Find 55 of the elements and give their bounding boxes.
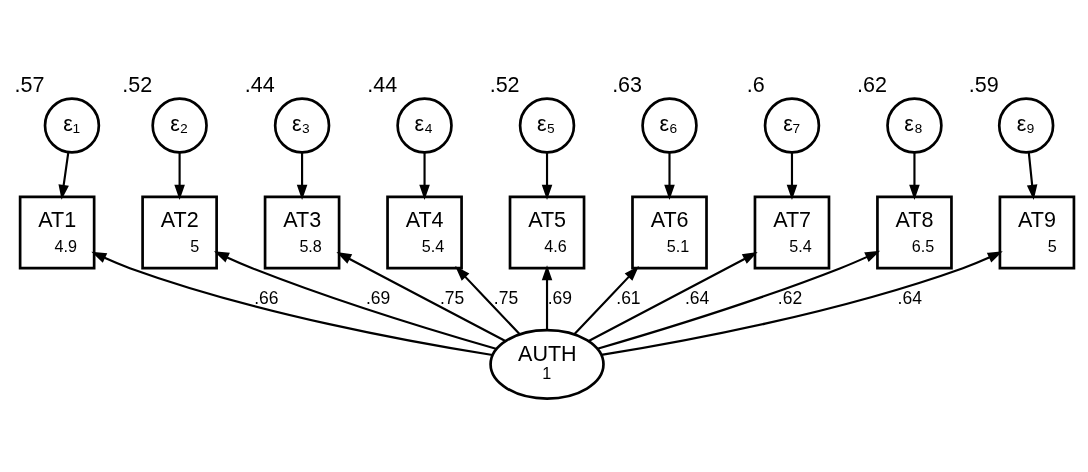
node-label: .59	[968, 72, 999, 97]
node-box: AT3 5.8	[263, 195, 341, 270]
node-label: .57	[14, 72, 45, 97]
node-box: AT5 4.6	[508, 195, 586, 270]
edge-label: .66	[254, 287, 279, 308]
edge-label: .64	[684, 287, 710, 308]
arrow	[174, 152, 185, 200]
arrow	[91, 251, 493, 356]
edge-label: .69	[547, 287, 572, 308]
arrow	[664, 152, 675, 200]
node-circle: ε₃	[273, 96, 331, 154]
node-box: AT1 4.9	[18, 195, 96, 270]
arrow	[786, 152, 798, 200]
arrow	[541, 152, 553, 200]
edge-label: .62	[777, 287, 803, 308]
node-box: AT4 5.4	[386, 195, 463, 270]
node-circle: ε₂	[151, 96, 208, 154]
node-label: .52	[122, 72, 153, 97]
edge-label: .69	[365, 287, 391, 308]
node-label: .6	[746, 72, 765, 97]
arrow	[909, 152, 920, 200]
edge-label: .64	[897, 287, 922, 308]
edge-label: .61	[616, 287, 641, 308]
node-box: AT8 6.5	[876, 195, 953, 270]
node-label: .52	[489, 72, 520, 97]
edge-label: .75	[493, 287, 519, 308]
node-label: .62	[857, 72, 888, 97]
node-label: .63	[612, 72, 643, 97]
arrow	[541, 264, 553, 330]
node-label: .44	[244, 72, 275, 97]
node-circle: ε₄	[396, 96, 453, 154]
node-circle: ε₇	[763, 96, 821, 154]
arrow	[336, 251, 506, 342]
arrow	[601, 250, 1003, 356]
node-circle: ε₈	[886, 96, 943, 154]
node-label: .44	[367, 72, 398, 97]
node-circle: ε₆	[641, 96, 698, 154]
edge-label: .75	[439, 287, 465, 308]
node-box: AT9 5	[998, 195, 1076, 270]
node-circle: ε₉	[997, 96, 1055, 154]
node-box: AT6 5.1	[631, 195, 708, 270]
node-circle: ε₁	[43, 96, 101, 154]
arrow	[597, 250, 881, 350]
arrow	[296, 152, 308, 200]
arrow	[1026, 152, 1038, 200]
node-circle: ε₅	[518, 96, 576, 154]
node-box: AT2 5	[141, 195, 218, 270]
arrow	[58, 152, 70, 200]
node-box: AT7 5.4	[753, 195, 831, 270]
arrow	[455, 265, 521, 335]
node-ellipse: AUTH 1	[489, 328, 605, 400]
arrow	[588, 251, 758, 342]
arrow	[573, 265, 639, 335]
arrow	[419, 152, 430, 200]
arrow	[213, 250, 498, 350]
